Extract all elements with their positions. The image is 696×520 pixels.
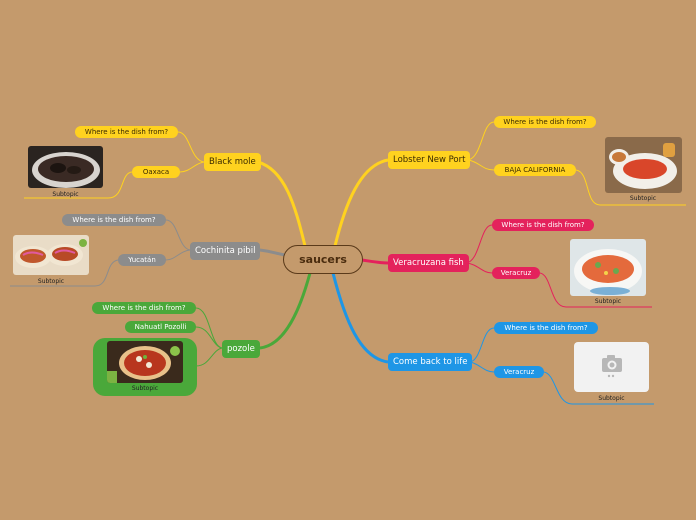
connector-vf-a	[465, 262, 493, 274]
image-topic-lobster[interactable]: Subtopic	[604, 137, 682, 203]
topic-come-back-to-life[interactable]: Come back to life	[388, 353, 473, 371]
image-topic-pozole[interactable]: Subtopic	[93, 338, 197, 396]
veracruzana-photo	[570, 239, 646, 296]
image-placeholder	[574, 342, 649, 392]
image-caption: Subtopic	[52, 191, 79, 198]
connector-pozole	[259, 272, 312, 350]
topic-black-mole[interactable]: Black mole	[204, 153, 261, 171]
subtopic-lobster-origin[interactable]: BAJA CALIFORNIA	[494, 164, 576, 176]
connector-bm-img	[24, 171, 133, 199]
image-topic-veracruzana[interactable]: Subtopic	[570, 239, 646, 305]
image-topic-black-mole[interactable]: Subtopic	[27, 146, 104, 198]
subtopic-pozole-question[interactable]: Where is the dish from?	[92, 302, 196, 314]
connector-comeback	[331, 272, 389, 364]
topic-lobster-new-port[interactable]: Lobster New Port	[388, 151, 471, 169]
image-caption: Subtopic	[629, 195, 657, 202]
connector-lb-q	[467, 121, 495, 161]
image-topic-comeback[interactable]: Subtopic	[573, 342, 650, 404]
subtopic-lobster-question[interactable]: Where is the dish from?	[494, 116, 596, 128]
cochinita-photo	[13, 235, 89, 275]
subtopic-black-mole-question[interactable]: Where is the dish from?	[75, 126, 178, 138]
connector-pz-img	[195, 347, 223, 367]
connector-cb-img	[543, 371, 654, 405]
connector-cp-q	[165, 219, 191, 251]
subtopic-veracruzana-origin[interactable]: Veracruz	[492, 267, 540, 279]
central-topic[interactable]: saucers	[283, 245, 363, 274]
camera-icon	[602, 355, 622, 378]
subtopic-cochinita-origin[interactable]: Yucatán	[118, 254, 166, 266]
subtopic-veracruzana-question[interactable]: Where is the dish from?	[492, 219, 594, 231]
connector-black-mole	[257, 160, 307, 247]
lobster-photo	[605, 137, 682, 193]
connector-lobster	[333, 158, 389, 247]
connector-cb-a	[469, 361, 495, 373]
subtopic-comeback-question[interactable]: Where is the dish from?	[494, 322, 598, 334]
image-topic-cochinita[interactable]: Subtopic	[13, 235, 89, 287]
connector-vf-q	[465, 224, 493, 264]
connector-vf-img	[539, 272, 652, 308]
connector-lb-img	[575, 169, 686, 206]
image-caption: Subtopic	[131, 385, 159, 392]
connector-pz-a	[195, 326, 223, 349]
topic-veracruzana-fish[interactable]: Veracruzana fish	[388, 254, 469, 272]
pozole-photo	[107, 341, 183, 383]
connector-cp-img	[10, 259, 119, 287]
black-mole-photo	[28, 146, 103, 188]
connector-lb-a	[467, 159, 495, 171]
connector-cb-q	[469, 327, 495, 363]
subtopic-black-mole-origin[interactable]: Oaxaca	[132, 166, 180, 178]
connector-cp-a	[165, 249, 191, 261]
subtopic-pozole-origin[interactable]: Nahuatl Pozolli	[125, 321, 196, 333]
connector-bm-q	[177, 131, 205, 163]
connector-bm-a	[179, 161, 205, 173]
subtopic-comeback-origin[interactable]: Veracruz	[494, 366, 544, 378]
image-caption: Subtopic	[37, 278, 65, 285]
connector-veracruzana	[361, 258, 389, 265]
subtopic-cochinita-question[interactable]: Where is the dish from?	[62, 214, 166, 226]
image-caption: Subtopic	[594, 298, 622, 305]
connector-cochinita	[257, 248, 286, 257]
topic-pozole[interactable]: pozole	[222, 340, 260, 358]
image-caption: Subtopic	[598, 395, 625, 402]
topic-cochinita-pibil[interactable]: Cochinita pibil	[190, 242, 261, 260]
